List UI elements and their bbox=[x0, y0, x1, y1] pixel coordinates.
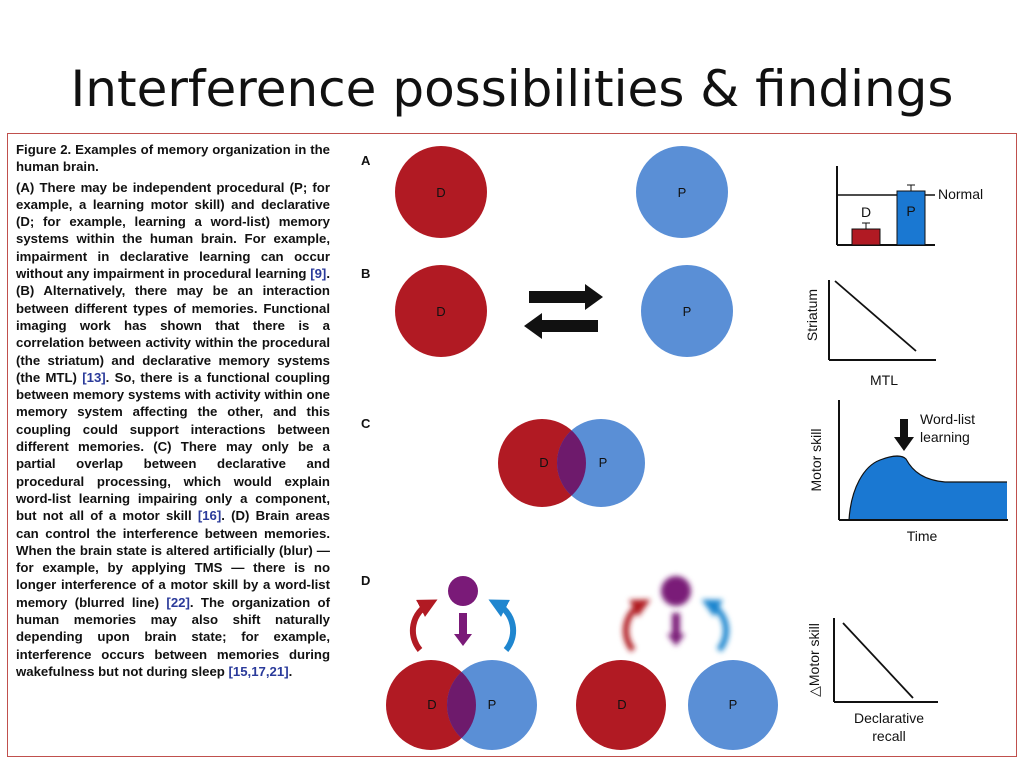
caption-text: . So, there is a functional coupling bet… bbox=[16, 369, 330, 524]
panel-d-blurred-control bbox=[622, 576, 730, 652]
panel-d-red-curved-arrow-icon bbox=[409, 599, 438, 652]
panel-c-annotation-1: Word-list bbox=[920, 411, 975, 427]
panel-c-d-label: D bbox=[539, 455, 548, 470]
panel-d-line-chart: △Motor skill Declarative recall bbox=[806, 618, 940, 744]
panel-d-control-node bbox=[448, 576, 478, 606]
panel-d-right-procedural-circle bbox=[688, 660, 778, 750]
caption-reference: [9] bbox=[310, 266, 327, 282]
panel-b-trend-line bbox=[834, 280, 917, 352]
panel-b-ylabel: Striatum bbox=[804, 289, 820, 341]
panel-b-procedural-circle bbox=[641, 265, 733, 357]
panel-d-control-arrow-icon bbox=[454, 613, 472, 646]
caption-reference: [16] bbox=[197, 508, 222, 524]
panel-b-letter: B bbox=[361, 266, 370, 281]
panel-c-area-chart: Word-list learning Motor skill Time bbox=[808, 400, 1008, 544]
panel-c-p-label: P bbox=[599, 455, 608, 470]
caption-text: . (D) Brain areas can control the interf… bbox=[16, 508, 330, 610]
panel-a-bar-p bbox=[896, 190, 926, 246]
panel-a-letter: A bbox=[361, 153, 371, 168]
panel-c-down-arrow-icon bbox=[894, 419, 914, 451]
panel-c-letter: C bbox=[361, 416, 371, 431]
panel-d-ylabel: △Motor skill bbox=[806, 623, 822, 697]
panel-b-d-label: D bbox=[436, 304, 445, 319]
panel-d-xlabel-1: Declarative bbox=[854, 710, 924, 726]
caption-text: . (B) Alternatively, there may be an int… bbox=[16, 266, 330, 385]
caption-text: (A) There may be independent procedural … bbox=[16, 179, 330, 282]
panel-d-left-d-label: D bbox=[427, 697, 436, 712]
panel-b-p-label: P bbox=[683, 304, 692, 319]
panel-a-bar-chart: D P Normal bbox=[836, 166, 983, 246]
panel-d-letter: D bbox=[361, 573, 370, 588]
slide-title: Interference possibilities & findings bbox=[70, 60, 954, 118]
panel-c-area-outline bbox=[848, 455, 1007, 521]
caption-body: (A) There may be independent procedural … bbox=[16, 179, 330, 681]
panel-d-right-declarative-circle bbox=[576, 660, 666, 750]
panel-b-arrow-left-icon bbox=[524, 313, 598, 339]
panel-b-xlabel: MTL bbox=[870, 372, 898, 388]
panel-a-bar-d bbox=[851, 228, 881, 246]
panel-c-ylabel: Motor skill bbox=[808, 428, 824, 491]
panel-d-trend-line bbox=[842, 622, 914, 699]
caption-reference: [15,17,21] bbox=[228, 663, 289, 679]
caption-reference: [22] bbox=[166, 594, 190, 610]
panel-d-left-overlap bbox=[447, 660, 476, 750]
panel-a-p-label: P bbox=[678, 185, 687, 200]
panel-c-annotation-2: learning bbox=[920, 429, 970, 445]
panel-b-declarative-circle bbox=[395, 265, 487, 357]
panel-d-left-p-label: P bbox=[488, 697, 497, 712]
panel-b-arrow-right-icon bbox=[529, 284, 603, 310]
panel-d-right-d-label: D bbox=[617, 697, 626, 712]
panel-a-bar-p-label: P bbox=[906, 203, 915, 219]
panel-a-procedural-circle bbox=[636, 146, 728, 238]
panel-a-d-label: D bbox=[436, 185, 445, 200]
caption-text: . The organization of human memories may… bbox=[16, 594, 330, 679]
caption-text: . bbox=[288, 663, 293, 679]
caption-heading: Figure 2. Examples of memory organizatio… bbox=[16, 142, 330, 175]
panel-c-overlap bbox=[557, 419, 586, 507]
panel-a-bar-d-label: D bbox=[861, 204, 871, 220]
panel-d-right-p-label: P bbox=[729, 697, 738, 712]
panel-d-blue-curved-arrow-icon bbox=[488, 599, 517, 652]
panel-c-area bbox=[849, 456, 1007, 520]
panel-b-line-chart: Striatum MTL bbox=[804, 280, 936, 388]
panel-a-declarative-circle bbox=[395, 146, 487, 238]
panel-a-normal-label: Normal bbox=[938, 186, 983, 202]
panel-c-xlabel: Time bbox=[907, 528, 938, 544]
caption-reference: [13] bbox=[82, 369, 106, 385]
panel-d-xlabel-2: recall bbox=[872, 728, 905, 744]
figure-caption: Figure 2. Examples of memory organizatio… bbox=[16, 141, 330, 680]
